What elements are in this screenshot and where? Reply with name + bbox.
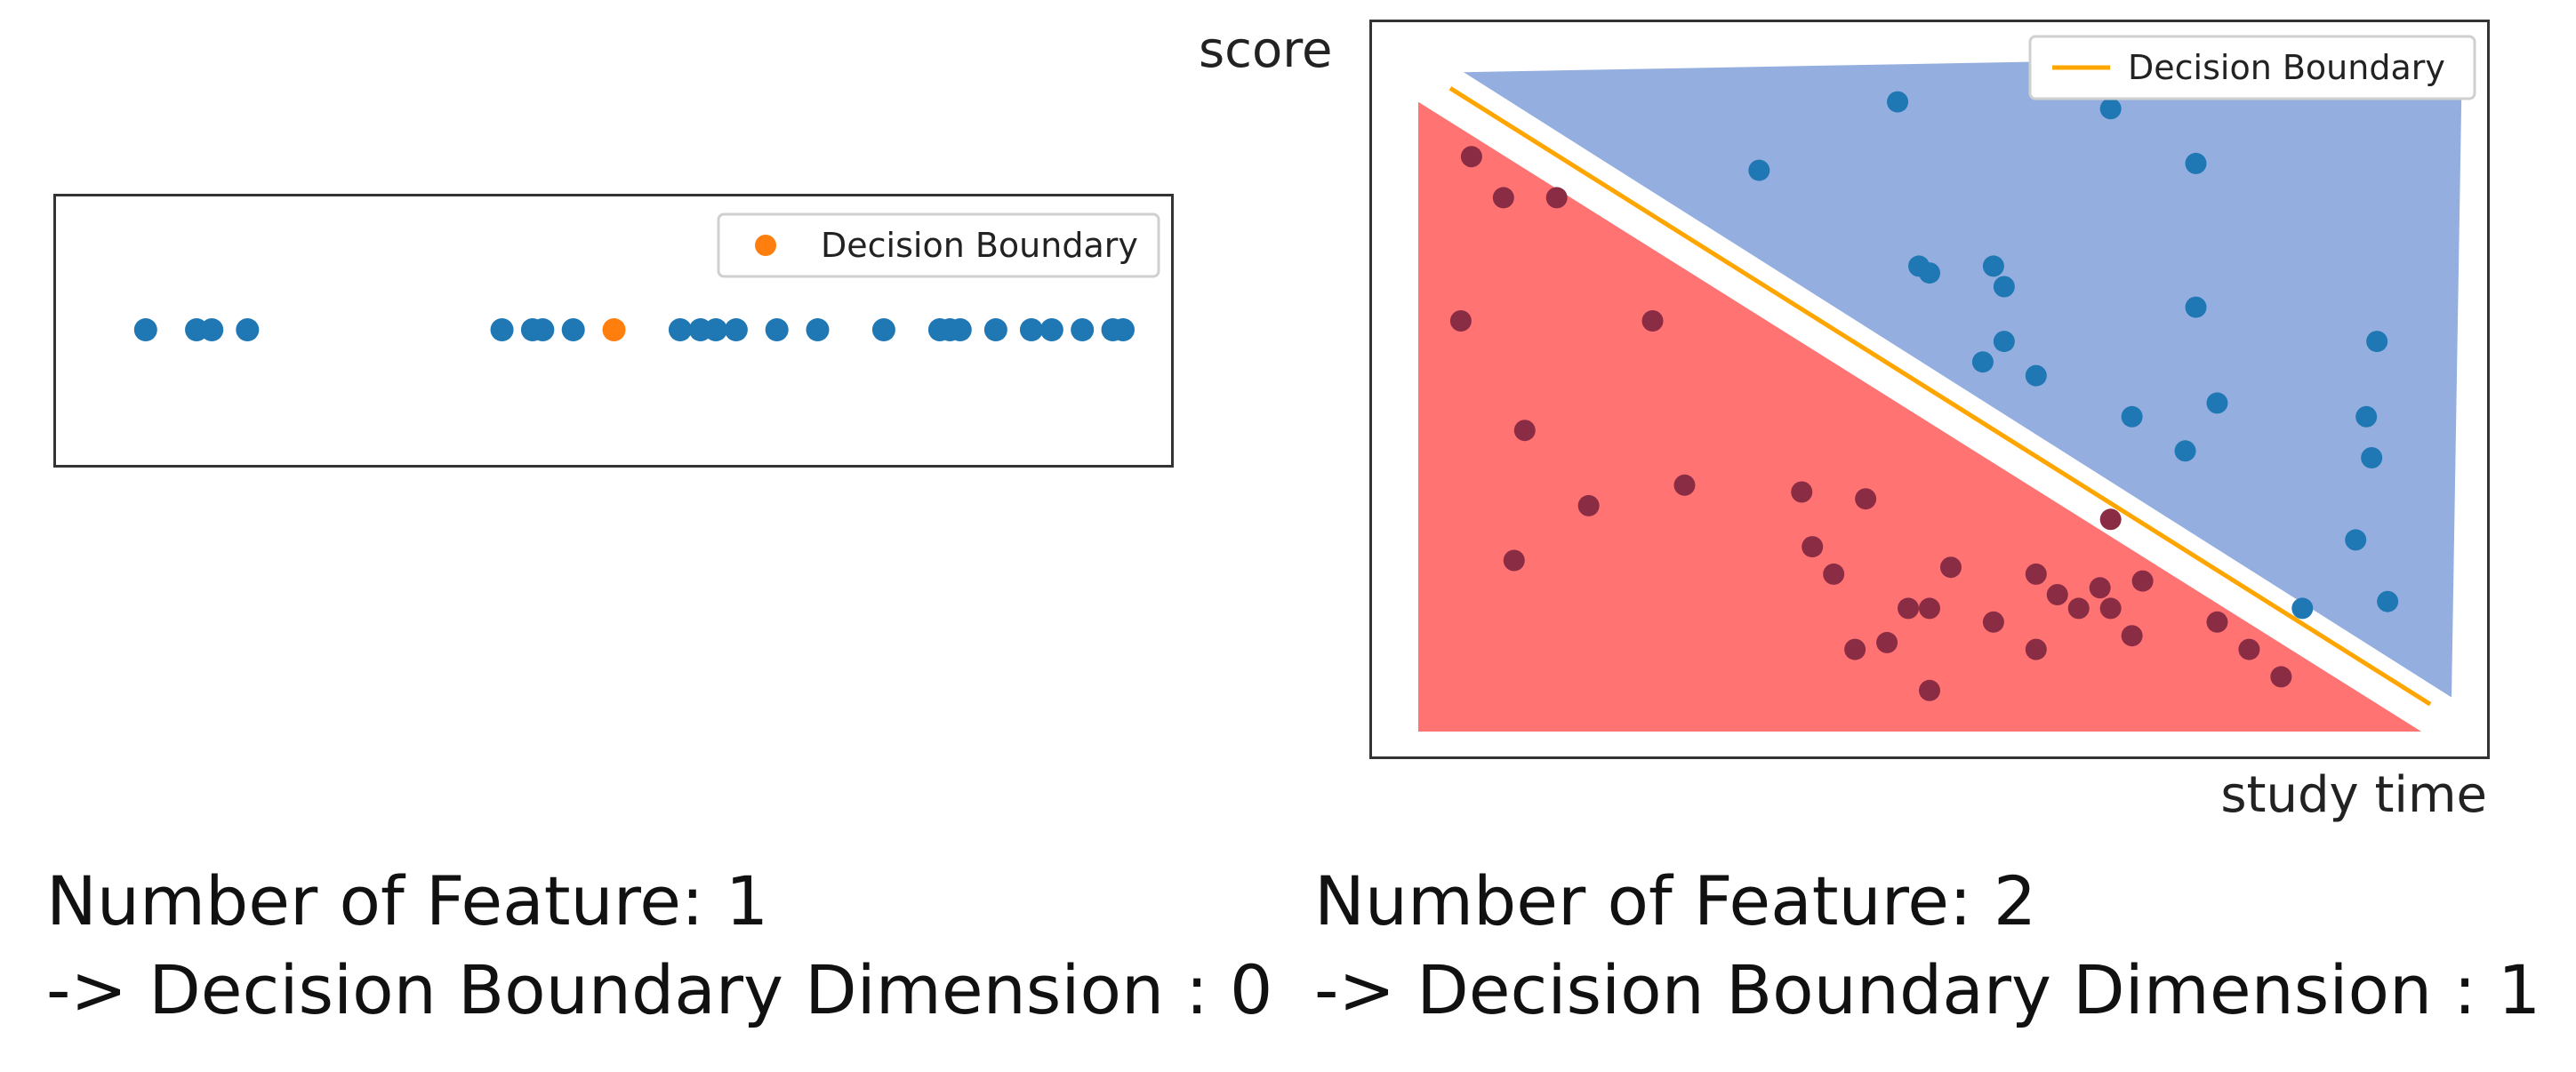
data-point-below — [1513, 420, 1536, 442]
data-point-below — [1855, 488, 1877, 510]
data-point-below — [1898, 597, 1920, 620]
data-point-above — [2174, 440, 2196, 462]
region-above-boundary — [1463, 53, 2462, 698]
data-point-below — [1449, 310, 1472, 332]
data-point-below — [1673, 474, 1696, 496]
data-point-below — [1641, 310, 1664, 332]
data-point-above — [1993, 331, 2015, 353]
data-point-above — [2185, 296, 2207, 318]
two-feature-plot-area: Decision Boundary — [1417, 35, 2476, 732]
data-point-above — [2025, 364, 2047, 387]
data-point-below — [2238, 638, 2260, 660]
data-point-below — [1823, 563, 1845, 585]
data-point-below — [2270, 666, 2292, 688]
data-point — [1019, 318, 1043, 341]
data-point-above — [2099, 98, 2122, 120]
data-point — [668, 318, 692, 341]
data-point-above — [1748, 159, 1770, 181]
data-point-below — [1545, 187, 1568, 209]
legend-label: Decision Boundary — [2128, 48, 2445, 87]
data-point — [724, 318, 748, 341]
data-point-below — [1503, 549, 1525, 572]
data-point — [200, 318, 224, 341]
data-point — [704, 318, 727, 341]
data-point-below — [2206, 611, 2228, 633]
one-feature-chart: Decision Boundary — [53, 194, 1174, 468]
data-point — [490, 318, 514, 341]
data-point — [765, 318, 789, 341]
data-point-below — [1939, 556, 1962, 579]
data-point-below — [1919, 679, 1940, 701]
two-feature-chart: Decision Boundary — [1369, 20, 2490, 759]
one-feature-plot-area: Decision Boundary — [133, 212, 1160, 341]
data-point-below — [2099, 508, 2122, 531]
data-point-above — [1887, 91, 1909, 113]
data-point-below — [1577, 494, 1600, 516]
data-point-above — [1919, 262, 1940, 284]
data-point-above — [2206, 392, 2228, 414]
data-point-above — [2185, 152, 2207, 174]
data-point-above — [2377, 590, 2399, 612]
data-point — [1071, 318, 1095, 341]
data-point-below — [1492, 187, 1514, 209]
data-point — [133, 318, 157, 341]
data-point-below — [2099, 597, 2122, 620]
data-point-below — [1982, 611, 2004, 633]
data-point — [871, 318, 895, 341]
caption-one-feature-line-2: -> Decision Boundary Dimension : 0 — [46, 950, 1273, 1029]
x-axis-label: study time — [2220, 766, 2487, 824]
legend-marker — [755, 235, 776, 256]
data-point — [983, 318, 1007, 341]
data-point-below — [1876, 631, 1898, 653]
data-point-below — [1460, 146, 1482, 168]
data-point-above — [2361, 447, 2383, 468]
data-point — [948, 318, 972, 341]
data-point-below — [1791, 481, 1813, 503]
caption-two-feature-line-2: -> Decision Boundary Dimension : 1 — [1314, 950, 2541, 1029]
data-point-above — [1993, 276, 2015, 298]
data-point — [1039, 318, 1063, 341]
data-point-below — [2067, 597, 2090, 620]
data-point-above — [2345, 529, 2367, 551]
data-point-below — [2089, 577, 2111, 599]
data-point — [1111, 318, 1135, 341]
data-point-below — [2046, 584, 2068, 605]
data-point-below — [2025, 638, 2047, 660]
caption-two-feature-line-1: Number of Feature: 2 — [1314, 861, 2037, 940]
data-point — [806, 318, 830, 341]
data-point-below — [1802, 536, 1824, 558]
data-point-above — [2355, 405, 2378, 428]
data-point-above — [2366, 331, 2388, 353]
data-point-above — [2121, 405, 2143, 428]
data-point-above — [1971, 351, 1994, 373]
legend-box — [717, 212, 1160, 278]
data-point — [236, 318, 260, 341]
data-point-above — [2291, 597, 2314, 620]
decision-boundary-point — [602, 318, 626, 341]
y-axis-label: score — [1199, 21, 1333, 79]
data-point-below — [1844, 638, 1866, 660]
data-point-below — [2131, 570, 2154, 592]
caption-one-feature-line-1: Number of Feature: 1 — [46, 861, 769, 940]
data-point-below — [2121, 625, 2143, 647]
legend-box — [2028, 35, 2476, 100]
legend-label: Decision Boundary — [821, 226, 1138, 265]
data-point-below — [1919, 597, 1940, 620]
caption-one-feature: Number of Feature: 1 -> Decision Boundar… — [46, 857, 1272, 1035]
decision-boundary-line — [1448, 86, 2432, 707]
data-point-below — [2025, 563, 2047, 585]
data-point-above — [1982, 255, 2004, 277]
data-point — [561, 318, 585, 341]
caption-two-feature: Number of Feature: 2 -> Decision Boundar… — [1314, 857, 2540, 1035]
data-point — [531, 318, 555, 341]
